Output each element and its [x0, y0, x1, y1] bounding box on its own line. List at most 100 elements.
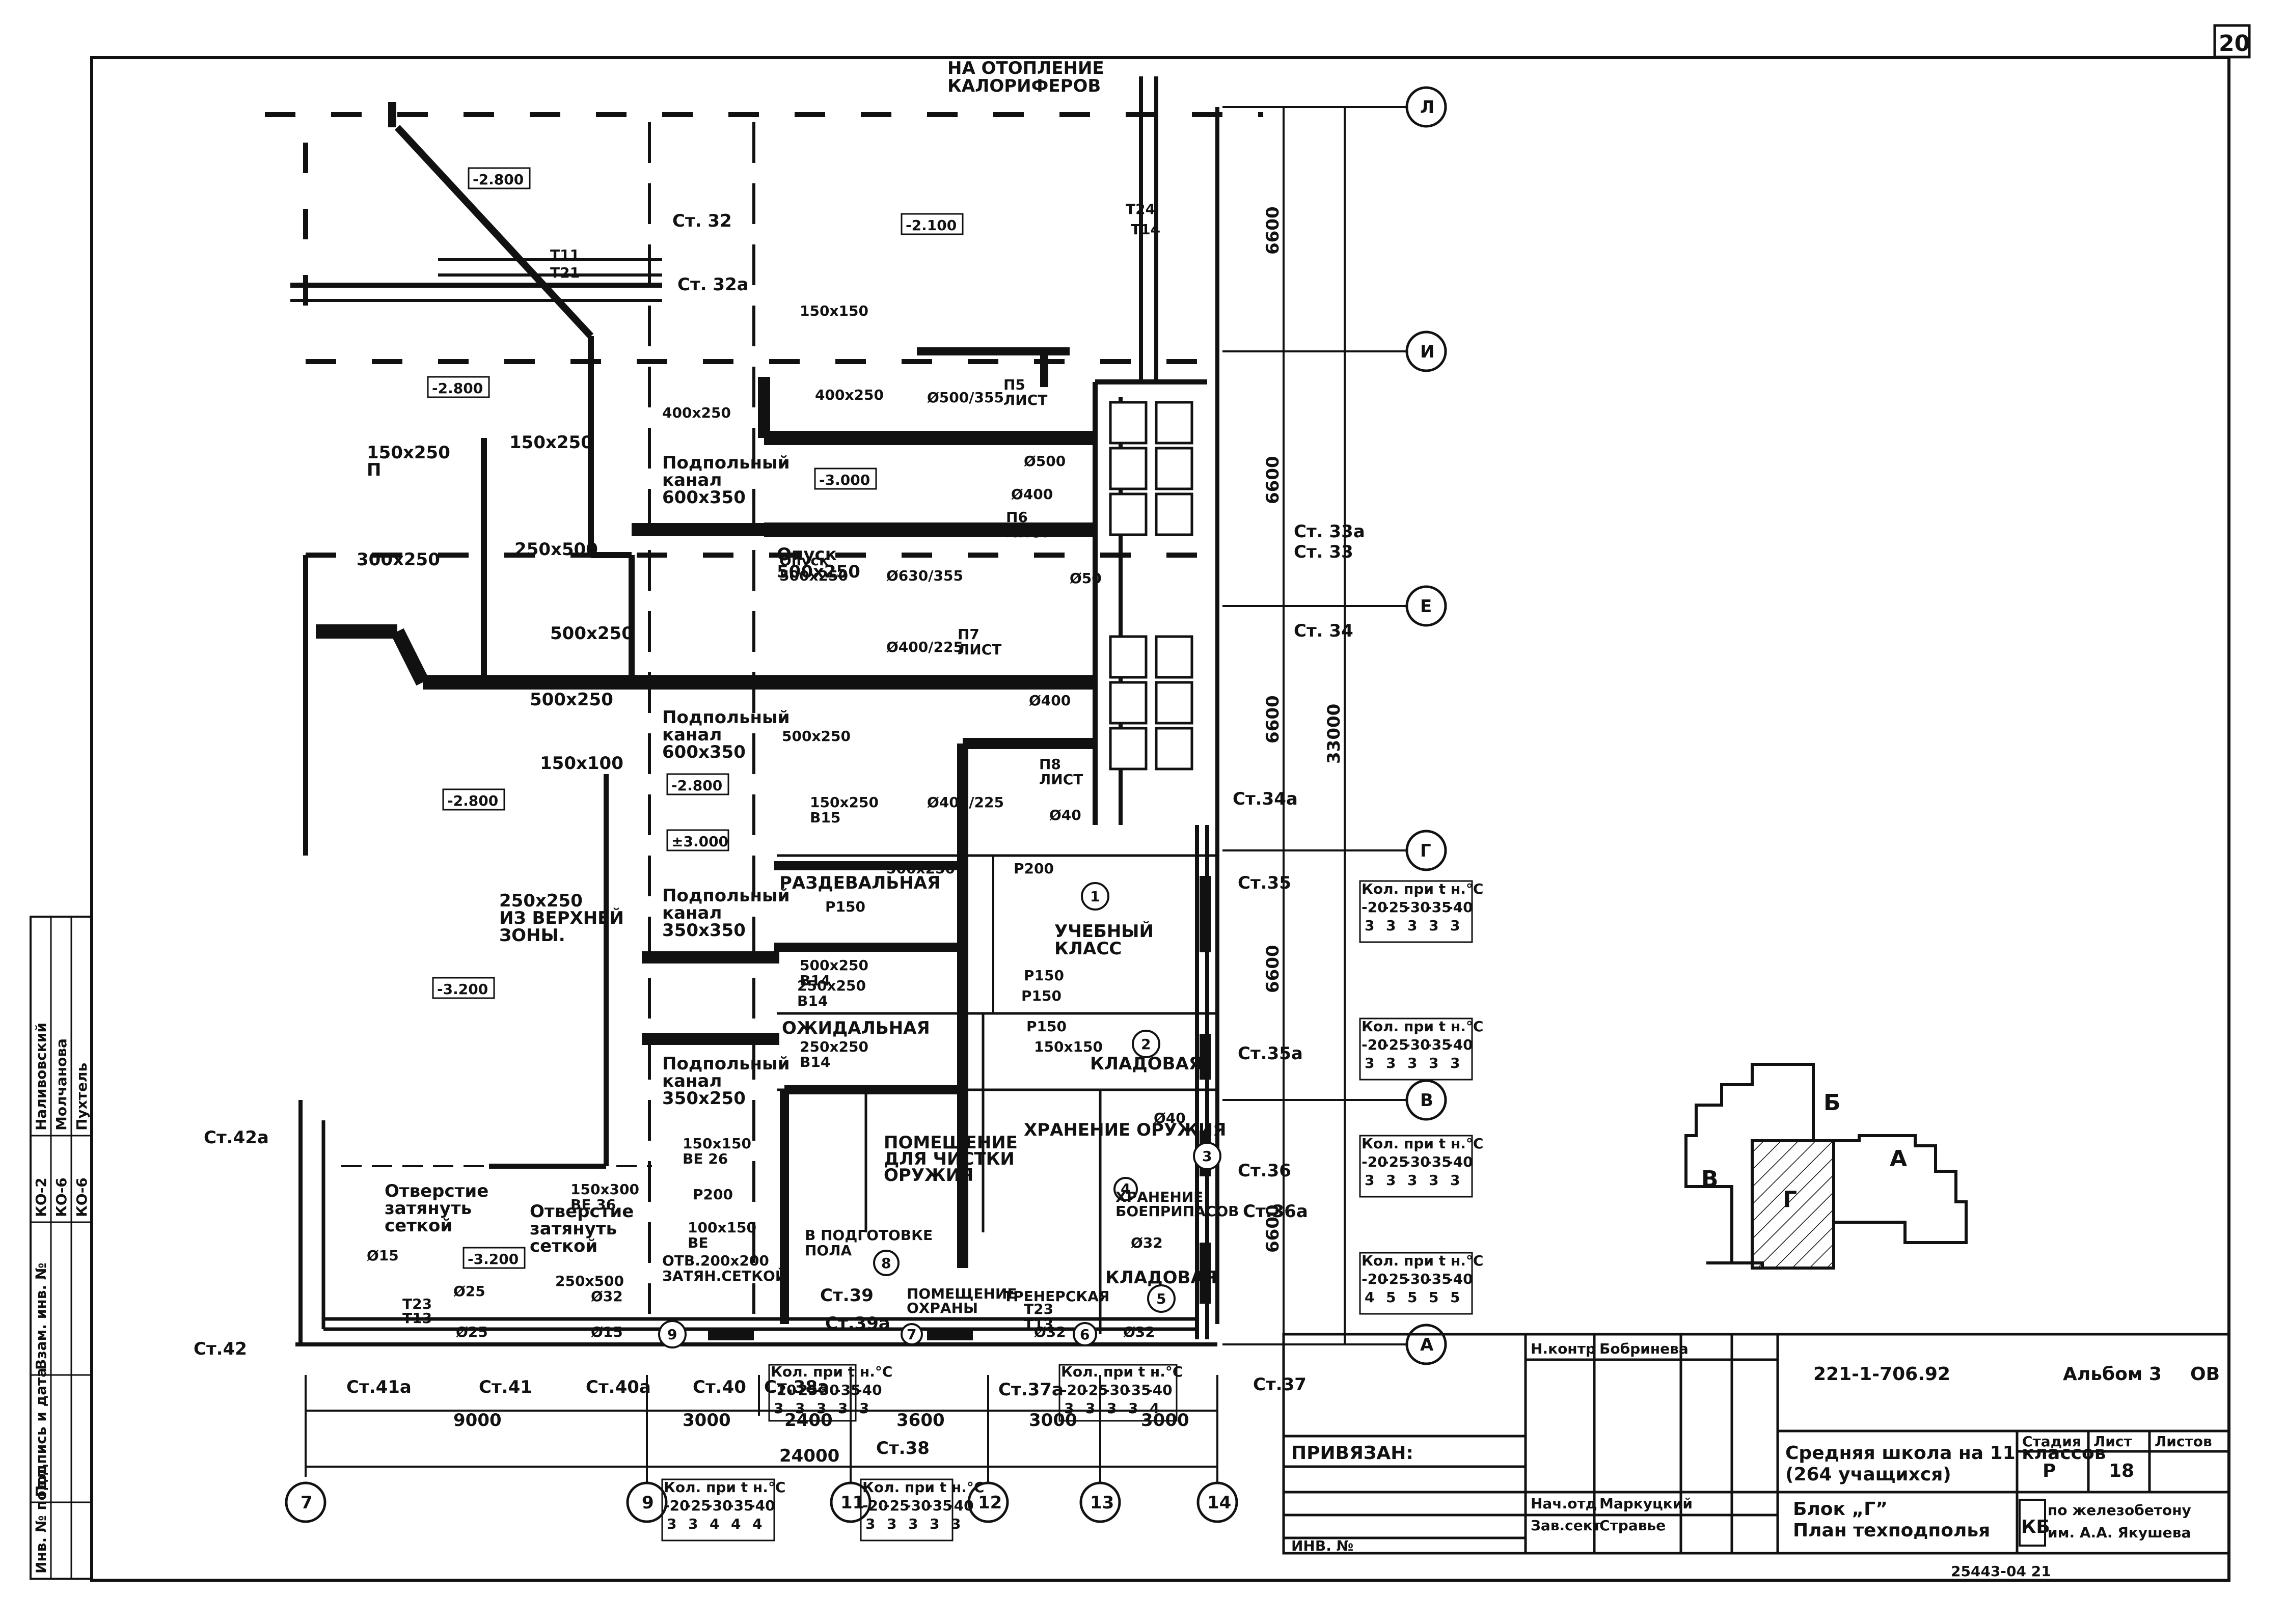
dim-right-1: 6600 — [1263, 206, 1283, 255]
axis-label-L: Л — [1420, 97, 1434, 118]
pipe-mark: Т21 — [550, 264, 580, 281]
dim-right-3: 6600 — [1263, 695, 1283, 744]
room-number: 6 — [1080, 1326, 1090, 1343]
duct-label: Ø32 — [591, 1288, 623, 1305]
sheet-value: 18 — [2109, 1461, 2134, 1481]
duct-label: Ø630/355 — [886, 567, 963, 584]
inv-label: ИНВ. № — [1291, 1537, 1353, 1554]
riser-label: Ст.36а — [1243, 1201, 1308, 1222]
dept-head-name: Маркуцкий — [1599, 1495, 1693, 1512]
temp-table-value: 3 — [1128, 1400, 1138, 1417]
axis-label-11: 11 — [840, 1493, 864, 1513]
duct-label: Ø32 — [1131, 1234, 1163, 1251]
sheet-number-box — [2213, 24, 2251, 59]
duct-label: 400х250 — [662, 404, 731, 421]
level-mark: -2.100 — [906, 217, 957, 234]
riser-label: Ст. 32а — [677, 274, 749, 295]
temp-table-head: -35 — [1426, 1271, 1452, 1287]
temp-table-value: 3 — [1429, 1055, 1438, 1071]
temp-table-head: -30 — [813, 1382, 839, 1398]
temp-table-value: 3 — [1107, 1400, 1117, 1417]
temp-table-head: -30 — [1404, 899, 1430, 916]
sector-head-role: Зав.сект — [1531, 1517, 1601, 1534]
temp-table-head: -40 — [1447, 1036, 1473, 1053]
temp-table-value: 3 — [1386, 1172, 1396, 1189]
project-code: 221-1-706.92 — [1813, 1364, 1950, 1385]
riser-label: Ст.36 — [1238, 1161, 1291, 1181]
duct-label: Р150 — [1026, 1018, 1067, 1035]
temp-table-value: 3 — [1407, 1172, 1417, 1189]
temp-table-value: 5 — [1429, 1289, 1438, 1306]
keyplan-label: Г — [1783, 1187, 1797, 1213]
temp-table-value: 3 — [795, 1400, 805, 1417]
room-number: 2 — [1141, 1036, 1151, 1053]
stamp-name: Пухтель — [73, 1063, 90, 1131]
temp-table-title: Кол. при t н.°С — [664, 1479, 785, 1496]
keyplan-label: А — [1890, 1146, 1907, 1172]
temp-table-head: -20 — [1362, 1271, 1387, 1287]
riser-label: Ст.39 — [820, 1285, 874, 1306]
riser-label: Ст.38 — [876, 1438, 930, 1458]
temp-table-value: 3 — [859, 1400, 869, 1417]
duct-label: Ø50 — [1070, 570, 1102, 587]
duct-label: Ø500/355 — [927, 389, 1004, 406]
dim-bottom-total: 24000 — [779, 1446, 839, 1466]
temp-table-title: Кол. при t н.°С — [771, 1363, 892, 1380]
temp-table-value: 3 — [1450, 917, 1460, 934]
dim-right-total: 33000 — [1324, 704, 1344, 764]
temp-table-head: -25 — [792, 1382, 818, 1398]
duct-label: Р150 — [1021, 987, 1062, 1004]
duct-label: Ø500 — [1024, 453, 1066, 470]
temp-table-head: -30 — [905, 1497, 931, 1514]
key-plan — [1684, 1063, 1968, 1270]
temp-table-head: -40 — [856, 1382, 882, 1398]
axis-label-9: 9 — [642, 1493, 654, 1513]
temp-table-value: 3 — [1365, 1172, 1374, 1189]
level-mark: -2.800 — [473, 171, 524, 188]
temp-table-title: Кол. при t н.°С — [862, 1479, 984, 1496]
axis-label-E: Е — [1420, 596, 1432, 617]
stamp-code: КО-6 — [53, 1177, 70, 1217]
dim-bottom-1: 9000 — [453, 1410, 502, 1430]
duct-label: 250х500 — [555, 1273, 624, 1289]
bound-label: ПРИВЯЗАН: — [1291, 1443, 1413, 1464]
radiators — [1109, 401, 1193, 770]
temp-table-head: -30 — [706, 1497, 732, 1514]
room-number: 8 — [881, 1255, 891, 1272]
archive-number: 25443-04 21 — [1951, 1563, 2051, 1580]
room-number: 3 — [1202, 1148, 1212, 1165]
temp-table-value: 3 — [1429, 917, 1438, 934]
dimension-lines — [305, 106, 1406, 1487]
axis-label-7: 7 — [301, 1493, 313, 1513]
riser-label: Ст.38а — [764, 1377, 829, 1397]
stamp-name: Молчанова — [53, 1038, 70, 1131]
room-name-storage-2: КЛАДОВАЯ — [1105, 1268, 1217, 1288]
temp-table-value: 3 — [774, 1400, 783, 1417]
dim-bottom-6: 3000 — [1141, 1410, 1189, 1430]
heating-note-line1: НА ОТОПЛЕНИЕ — [947, 58, 1104, 78]
duct-label: 500х250 — [886, 860, 955, 877]
room-number: 7 — [907, 1326, 916, 1343]
level-mark: -2.800 — [671, 777, 722, 794]
axis-label-12: 12 — [978, 1493, 1002, 1513]
temp-table-value: 3 — [1085, 1400, 1095, 1417]
temp-table-value: 3 — [1386, 917, 1396, 934]
plan-label: 250х500 — [514, 539, 598, 560]
riser-label: Ст.34а — [1233, 789, 1298, 809]
temp-table-value: 3 — [688, 1516, 698, 1532]
riser-label: Ст.35 — [1238, 873, 1291, 893]
stage-value: Р — [2043, 1461, 2056, 1481]
dim-bottom-4: 3600 — [896, 1410, 945, 1430]
axis-label-V: В — [1420, 1090, 1433, 1111]
